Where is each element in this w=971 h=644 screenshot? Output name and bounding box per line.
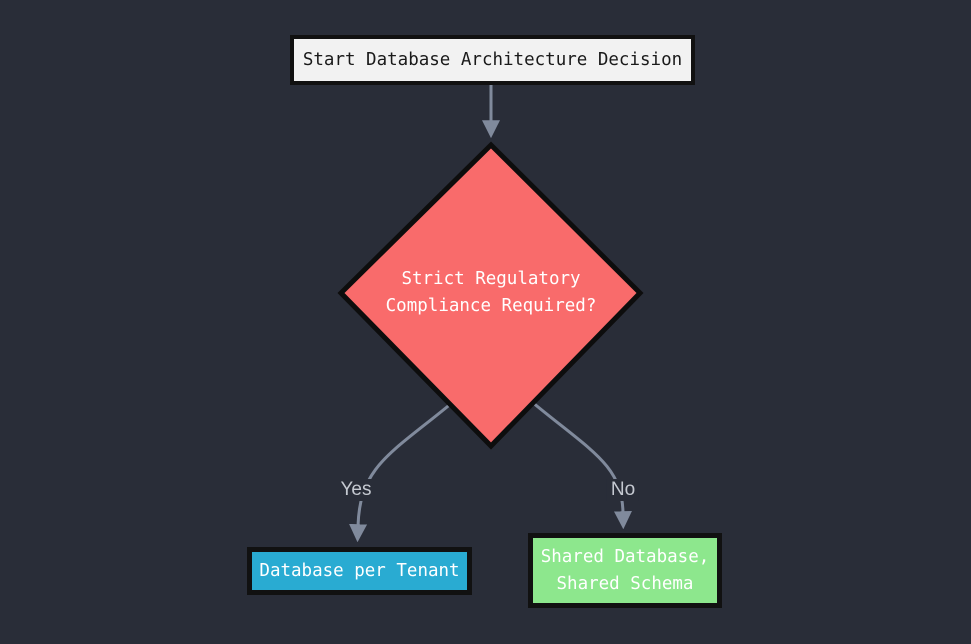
edge-label-no: No (606, 479, 640, 501)
node-database-per-tenant: Database per Tenant (247, 547, 472, 595)
node-start: Start Database Architecture Decision (290, 35, 695, 85)
edge-decision-to-yes (349, 390, 466, 543)
node-decision-label: Strict Regulatory Compliance Required? (385, 269, 597, 316)
edge-label-yes: Yes (336, 479, 376, 501)
decision-diamond-shape (337, 141, 644, 450)
node-shared-database: Shared Database, Shared Schema (528, 533, 722, 608)
